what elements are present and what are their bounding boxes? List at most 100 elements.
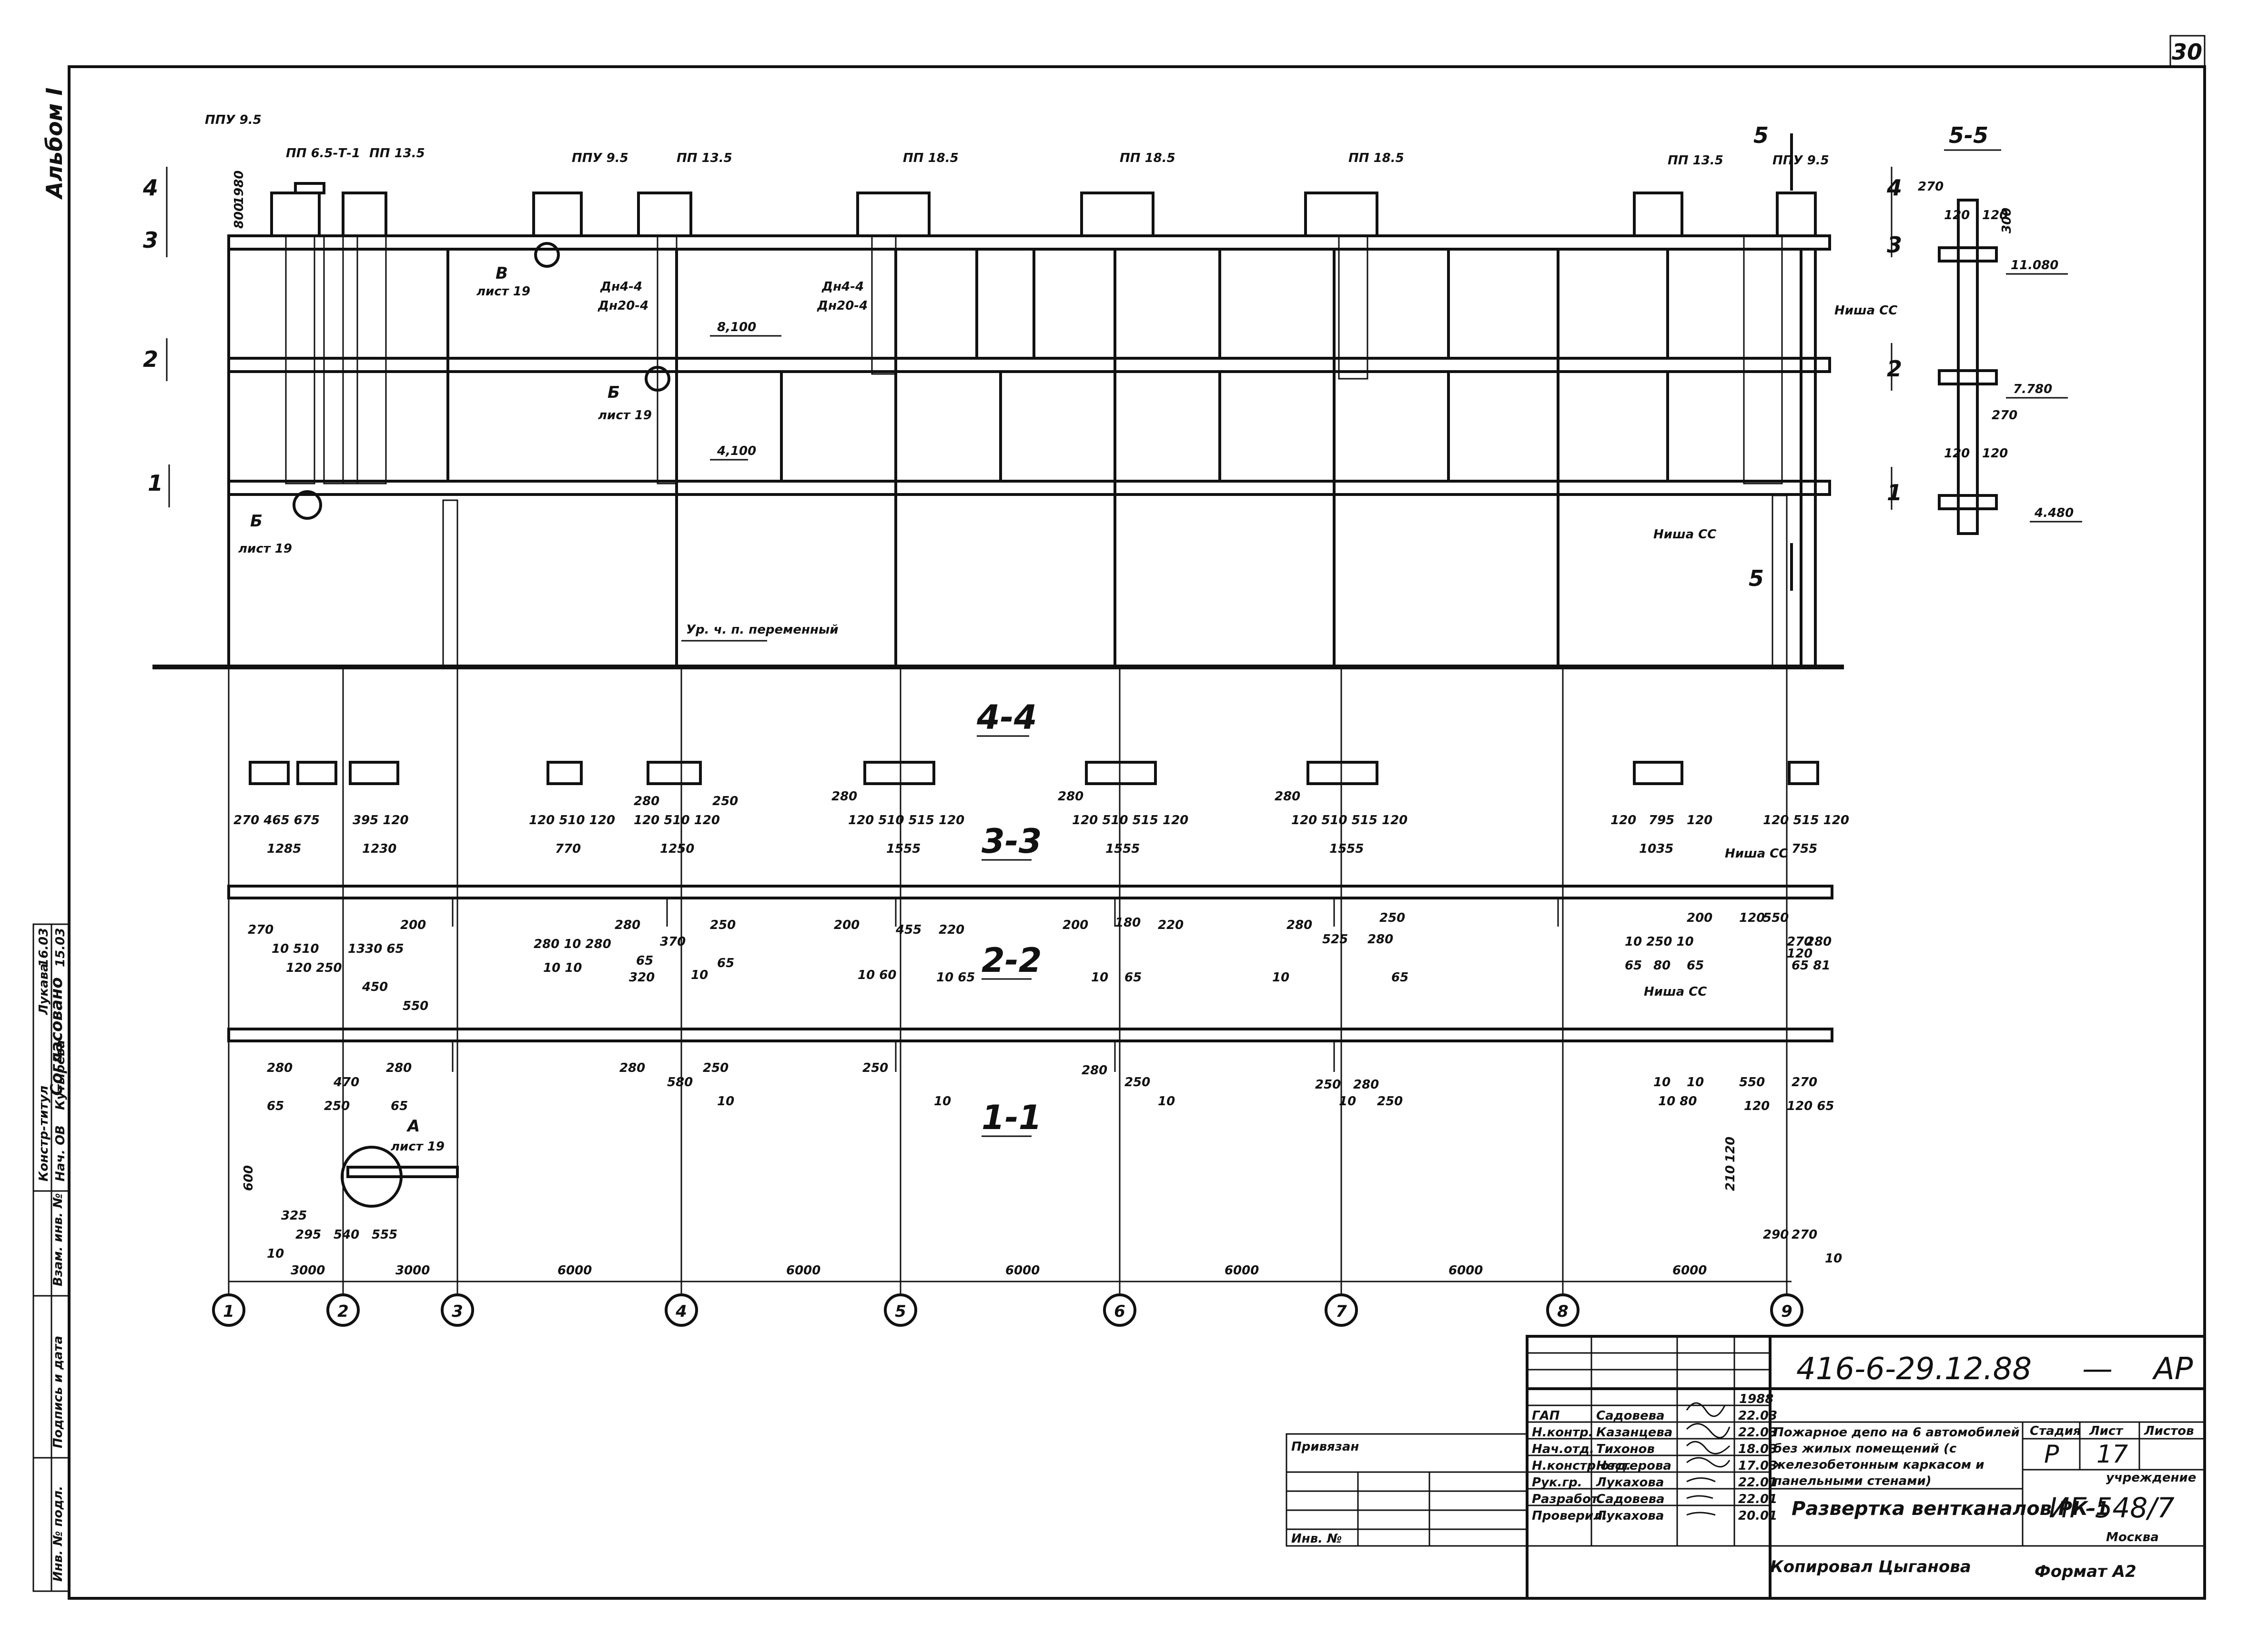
d22-26: 280	[1367, 932, 1393, 947]
elevation-view: ППУ 9.5 ПП 6.5-Т-1 ПП 13.5 ППУ 9.5 ПП 13…	[142, 113, 1902, 669]
tb-date-2: 18.03	[1738, 1442, 1777, 1456]
dl-0: 600	[242, 1165, 256, 1191]
d22-16: 220	[939, 923, 964, 937]
axis-4: 4	[675, 1302, 687, 1321]
s55-mark-2: 7.780	[2013, 382, 2052, 396]
d33a-0: 270 465 675	[233, 813, 320, 828]
tb-sheet-no: 17	[2096, 1440, 2128, 1469]
d22-13: 65	[717, 956, 734, 970]
d22-32: 65	[1625, 959, 1642, 973]
columns	[446, 249, 1817, 667]
span-2: 6000	[557, 1263, 592, 1278]
top-label-9: ПП 13.5	[1668, 153, 1723, 168]
side-field-2: Подпись и дата	[51, 1336, 65, 1448]
sheet-number: 30	[2172, 39, 2202, 65]
callout-b1-sheet: лист 19	[238, 542, 292, 556]
top-label-8: ПП 18.5	[1348, 151, 1404, 165]
tb-name-1: Казанцева	[1596, 1425, 1672, 1440]
d22-30: 200	[1687, 911, 1712, 925]
d22-40: 65 81	[1792, 959, 1830, 973]
tb-role-6: Проверил.	[1532, 1509, 1607, 1523]
tb-object-name-wrap: Пожарное депо на 6 автомобилей без жилых…	[1773, 1425, 2020, 1486]
d22-25: 525	[1322, 932, 1348, 947]
tb-code: 416-6-29.12.88	[1796, 1352, 2032, 1387]
d22-20: 180	[1115, 916, 1141, 930]
d11-2: 280	[267, 1061, 293, 1075]
tb-role-5: Разработ.	[1532, 1492, 1603, 1506]
tb-name-4: Лукахова	[1596, 1475, 1664, 1490]
d22-6: 10 10	[543, 961, 582, 975]
album-label: Альбом I	[41, 88, 67, 200]
d22-31: 10 250 10	[1625, 935, 1694, 949]
d11-26: 120	[1744, 1099, 1770, 1113]
row33-dims: 270 465 675 395 120 120 510 120 280 120 …	[233, 789, 1849, 856]
callout-a-letter: А	[406, 1117, 420, 1136]
d11-11: 10	[717, 1094, 734, 1109]
tb-city: Москва	[2106, 1530, 2159, 1544]
sheet-frame	[68, 65, 2206, 1600]
callout-b2-letter: Б	[608, 383, 620, 402]
d22-10: 65	[636, 954, 653, 968]
dl-9: 270	[1792, 1228, 1817, 1242]
approval-role2: Констр-титул	[37, 1086, 51, 1181]
slab-level-2	[227, 357, 1831, 373]
d22-34: 65	[1687, 959, 1704, 973]
tb-role-4: Рук.гр.	[1532, 1475, 1582, 1490]
d11-16: 10	[1158, 1094, 1175, 1109]
axis-markers: 1 2 3 4 5 6 7 8 9	[212, 667, 1803, 1327]
s55-dim-7: 120	[1982, 446, 2008, 461]
span-5: 6000	[1225, 1263, 1259, 1278]
tb-year: 1988	[1739, 1392, 1773, 1406]
d22-12: 10	[691, 968, 708, 982]
d22-11: 320	[629, 970, 655, 985]
d11-17: 250	[1315, 1078, 1341, 1092]
d33a-3: 280	[634, 794, 659, 808]
slab-33	[227, 885, 1833, 899]
note-niche-1: Ниша СС	[1834, 303, 1897, 318]
side-field-1: Взам. инв. №	[51, 1193, 65, 1287]
plan-title-11: 1-1	[982, 1098, 1042, 1137]
d11-7: 65	[391, 1099, 408, 1113]
d33b-8: 755	[1792, 842, 1817, 856]
d33a-11: 120 510 515 120	[1291, 813, 1407, 828]
side-field-3: Инв. № подл.	[51, 1486, 65, 1582]
s55-dim-5: 270	[1992, 408, 2017, 423]
d22-21: 220	[1158, 918, 1184, 932]
d22-14: 200	[834, 918, 860, 932]
d11-18: 280	[1353, 1078, 1379, 1092]
d22-29: 65	[1391, 970, 1408, 985]
d22-37: 270	[1787, 935, 1812, 949]
top-label-3: ПП 13.5	[369, 146, 425, 161]
d11-14: 280	[1082, 1063, 1107, 1078]
d33b-2: 770	[555, 842, 581, 856]
callout-v-letter: В	[496, 264, 508, 283]
tb-roles: ГАП Н.контр. Нач.отд. Н.констр.отд. Рук.…	[1532, 1409, 1631, 1523]
slab-roof	[227, 234, 1831, 251]
level-left-1: 1	[148, 470, 163, 496]
d22-36: 550	[1763, 911, 1789, 925]
tb-sheets-label: Листов	[2144, 1424, 2194, 1438]
elev-dim-2: 800	[232, 203, 246, 229]
niche-11: Ниша СС	[1644, 985, 1707, 999]
axis-2: 2	[337, 1302, 349, 1321]
level-left-2: 2	[143, 346, 158, 372]
tb-role-0: ГАП	[1532, 1409, 1560, 1423]
level-marks-left: 4 3 2 1	[142, 167, 170, 507]
d11-20: 250	[1377, 1094, 1403, 1109]
top-label-10: ППУ 9.5	[1772, 153, 1829, 168]
level-right-2: 2	[1887, 356, 1902, 382]
tb-date-1: 22.03	[1738, 1425, 1777, 1440]
d33a-13: 795	[1649, 813, 1674, 828]
level-right-3: 3	[1887, 232, 1902, 258]
d22-4: 120 250	[286, 961, 342, 975]
tb-org-label: учреждение	[2106, 1471, 2196, 1485]
d11-24: 550	[1739, 1075, 1765, 1090]
d11-8: 280	[619, 1061, 645, 1075]
d33b-7: 1035	[1639, 842, 1673, 856]
tb-signatures	[1686, 1402, 1731, 1516]
dl-3: 540	[334, 1228, 359, 1242]
tb-date-6: 20.01	[1738, 1509, 1777, 1523]
d33a-6: 280	[831, 789, 857, 804]
d11-5: 65	[267, 1099, 284, 1113]
note-dn20-2: Дн20-4	[817, 299, 868, 313]
